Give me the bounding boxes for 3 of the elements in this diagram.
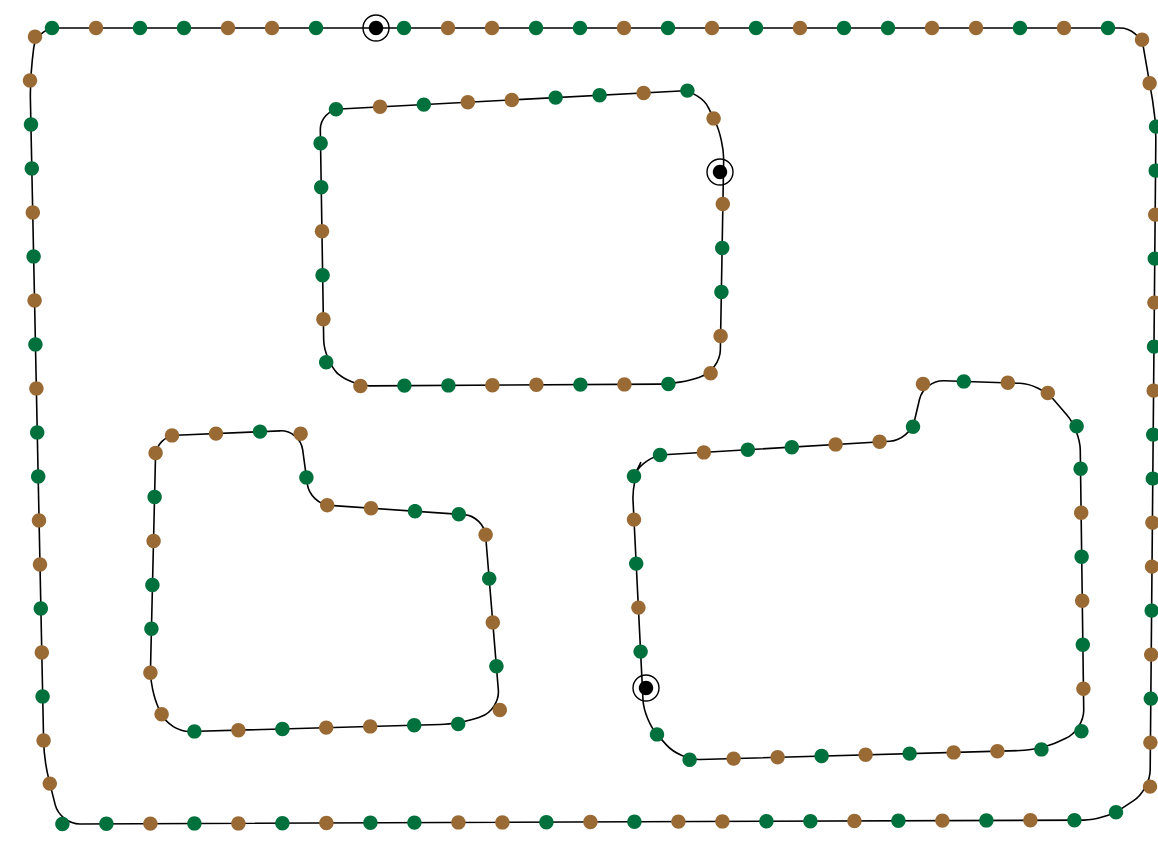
marked-point: [362, 14, 390, 42]
marked-point: [632, 674, 660, 702]
marked-point: [706, 158, 734, 186]
